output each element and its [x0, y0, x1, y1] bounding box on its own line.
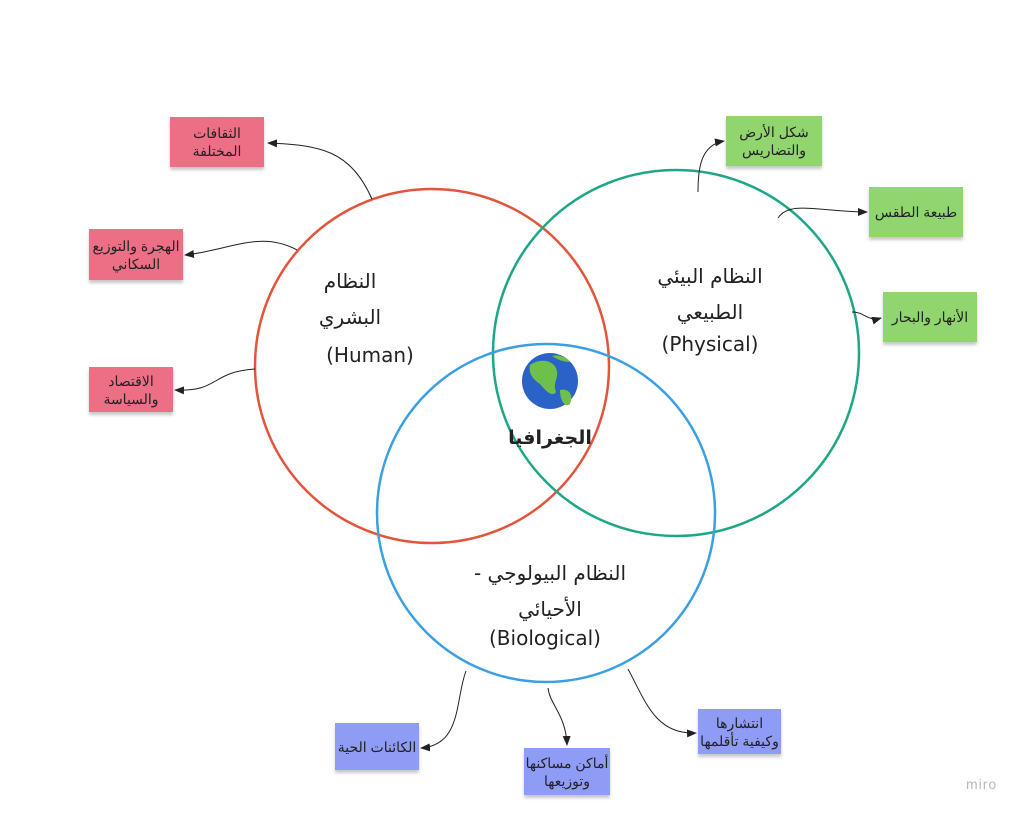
note-physical-rivers[interactable]: الأنهار والبحار: [883, 292, 977, 342]
note-bio-organisms[interactable]: الكائنات الحية: [335, 723, 419, 770]
connector: [851, 311, 882, 325]
biological-circle: [375, 342, 717, 684]
note-physical-landforms[interactable]: شكل الأرض والتضاريس: [726, 116, 822, 166]
connector: [547, 687, 571, 746]
connector: [420, 670, 467, 752]
note-bio-habitats[interactable]: أماكن مساكنها وتوزيعها: [524, 748, 610, 795]
connector: [627, 668, 697, 738]
connector: [777, 207, 868, 219]
connector: [174, 368, 256, 395]
connector: [697, 138, 725, 193]
center-title: الجغرافيا: [508, 427, 592, 449]
human-label-ar: النظام البشري: [318, 269, 382, 329]
note-physical-weather[interactable]: طبيعة الطقس: [869, 187, 963, 237]
connector: [184, 240, 298, 258]
physical-label-en: (Physical): [661, 332, 759, 356]
biological-label-en: (Biological): [489, 626, 601, 650]
miro-watermark: miro: [966, 776, 998, 792]
globe-icon: [522, 353, 578, 409]
biological-label-ar: النظام البيولوجي - الأحيائي: [473, 561, 626, 621]
human-label-en: (Human): [326, 343, 414, 367]
physical-label-ar: النظام البيئي الطبيعي: [657, 264, 763, 324]
note-human-cultures[interactable]: الثقافات المختلفة: [170, 117, 264, 167]
human-circle: [253, 187, 611, 545]
note-bio-adaptation[interactable]: انتشارها وكيفية تأقلمها: [698, 709, 781, 754]
note-human-migration[interactable]: الهجرة والتوزيع السكاني: [89, 229, 183, 280]
note-human-economy[interactable]: الاقتصاد والسياسة: [89, 367, 173, 412]
connector: [267, 139, 373, 200]
